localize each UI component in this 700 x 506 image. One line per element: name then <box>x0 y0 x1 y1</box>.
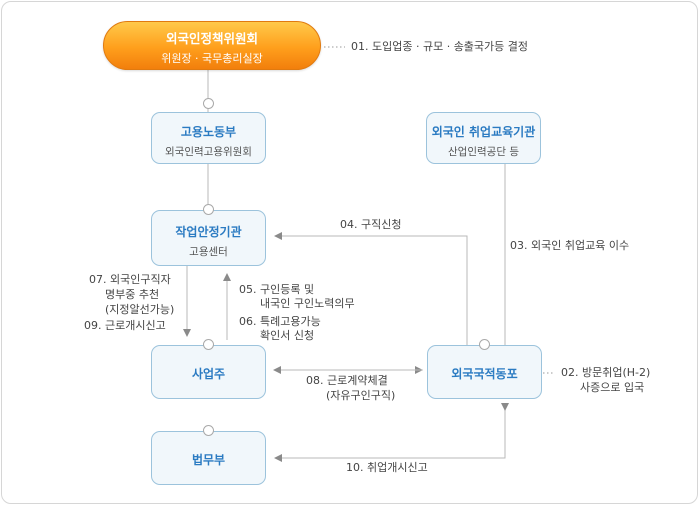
step-05-label-line1: 05. 구인등록 및 <box>239 283 315 296</box>
step-01-label: 01. 도입업종 · 규모 · 송출국가등 결정 <box>351 40 529 53</box>
step-07-label-line3: (지정알선가능) <box>105 303 175 316</box>
foreign-worker-title: 외국국적동포 <box>451 367 518 381</box>
ministry-labor-subtitle: 외국인력고용위원회 <box>165 146 252 158</box>
ministry-labor-title: 고용노동부 <box>180 125 237 139</box>
committee-title: 외국인정책위원회 <box>165 31 258 46</box>
step-02-label-line1: 02. 방문취업(H-2) <box>561 366 651 379</box>
employer-title: 사업주 <box>191 367 226 381</box>
step-09-label: 09. 근로개시신고 <box>84 319 166 332</box>
education-institute-title: 외국인 취업교육기관 <box>431 125 536 139</box>
ministry-justice-title: 법무부 <box>191 453 226 467</box>
step-02-label-line2: 사증으로 입국 <box>580 381 645 394</box>
step-08-label-line1: 08. 근로계약체결 <box>306 374 388 387</box>
education-institute-subtitle: 산업인력공단 등 <box>448 146 519 158</box>
connector-dot <box>203 339 214 350</box>
job-center-title: 작업안정기관 <box>175 225 242 239</box>
ministry-labor-box: 고용노동부 외국인력고용위원회 <box>151 112 266 164</box>
connector-dot <box>203 425 214 436</box>
step-07-label-line1: 07. 외국인구직자 <box>89 273 171 286</box>
job-center-subtitle: 고용센터 <box>189 246 228 258</box>
committee-subtitle: 위원장 · 국무총리실장 <box>161 52 263 65</box>
step-07-label-line2: 명부중 추천 <box>105 288 160 301</box>
foreign-worker-box: 외국국적동포 <box>427 345 542 399</box>
ministry-justice-box: 법무부 <box>151 431 266 485</box>
connector-dot <box>479 339 490 350</box>
job-center-box: 작업안정기관 고용센터 <box>151 210 266 266</box>
education-institute-box: 외국인 취업교육기관 산업인력공단 등 <box>426 112 541 164</box>
step-06-label-line2: 확인서 신청 <box>260 329 315 342</box>
step-05-label-line2: 내국인 구인노력의무 <box>260 297 355 310</box>
step-04-label: 04. 구직신청 <box>340 218 402 231</box>
step-10-label: 10. 취업개시신고 <box>346 461 428 474</box>
step-08-label-line2: (자유구인구직) <box>326 389 396 402</box>
foreign-policy-committee-box: 외국인정책위원회 위원장 · 국무총리실장 <box>103 21 321 70</box>
step-03-label: 03. 외국인 취업교육 이수 <box>510 239 630 252</box>
step-06-label-line1: 06. 특례고용가능 <box>239 315 321 328</box>
connector-dot <box>203 204 214 215</box>
connector-dot <box>203 98 214 109</box>
employer-box: 사업주 <box>151 345 266 399</box>
